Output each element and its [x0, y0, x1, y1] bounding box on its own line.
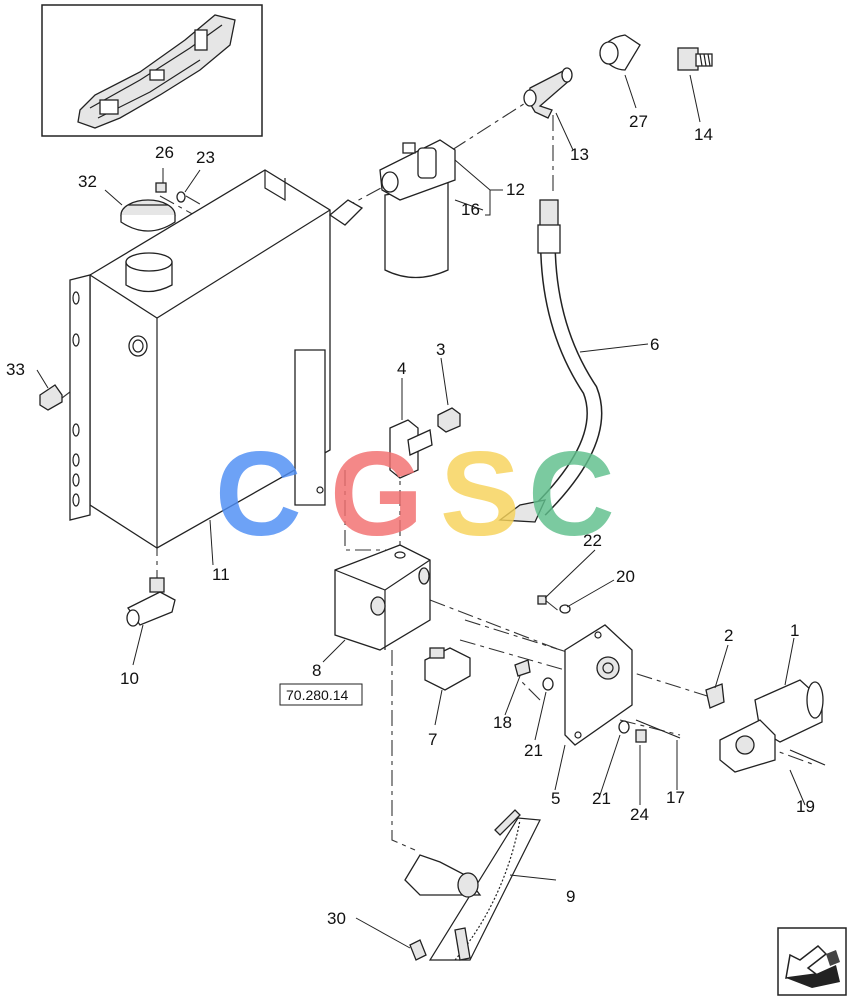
callout-22: 22	[583, 531, 602, 550]
washer-23	[176, 191, 186, 203]
tee-4	[389, 419, 433, 479]
small-hardware	[514, 595, 826, 766]
callout-33: 33	[6, 360, 25, 379]
breather-33	[39, 384, 63, 411]
callout-12: 12	[506, 180, 525, 199]
watermark-letter-2: G	[330, 427, 423, 561]
watermark-letter-3: S	[440, 427, 520, 561]
callout-10: 10	[120, 669, 139, 688]
leader-lines	[36, 74, 806, 949]
sensor-7	[424, 647, 471, 691]
callout-21b: 21	[592, 789, 611, 808]
tee-13	[523, 67, 573, 119]
nut-26	[155, 182, 167, 193]
callout-24: 24	[630, 805, 649, 824]
watermark: C G S C	[215, 427, 615, 561]
callout-3: 3	[436, 340, 445, 359]
filter-16	[379, 139, 456, 279]
next-page-arrow-icon[interactable]	[777, 927, 847, 996]
callout-7: 7	[428, 730, 437, 749]
callout-19: 19	[796, 797, 815, 816]
callout-11: 11	[212, 565, 230, 584]
callout-2: 2	[724, 626, 733, 645]
watermark-letter-1: C	[215, 427, 302, 561]
inset-locator-view	[41, 4, 263, 137]
callout-5: 5	[551, 789, 560, 808]
valve-block-8	[334, 544, 431, 651]
callout-13: 13	[570, 145, 589, 164]
callout-4: 4	[397, 359, 406, 378]
callout-6: 6	[650, 335, 659, 354]
plug-3	[437, 407, 461, 433]
reference-box[interactable]: 70.280.14	[279, 683, 363, 706]
reference-label: 70.280.14	[286, 687, 348, 703]
callout-labels: 1 2 3 4 5 6 7 8 9 10 11 12 13 14 16 17 1…	[6, 112, 815, 928]
elbow-27	[599, 34, 641, 71]
bracket-plate-5	[564, 624, 633, 746]
cap-32	[120, 199, 176, 232]
callout-16: 16	[461, 200, 480, 219]
callout-9: 9	[566, 887, 575, 906]
tank-11	[69, 169, 364, 549]
callout-21a: 21	[524, 741, 543, 760]
watermark-letter-4: C	[528, 427, 615, 561]
callout-17: 17	[666, 788, 685, 807]
elbow-10	[126, 577, 176, 627]
callout-18: 18	[493, 713, 512, 732]
callout-1: 1	[790, 621, 799, 640]
hose-6	[498, 199, 603, 523]
callout-30: 30	[327, 909, 346, 928]
sector-lever-9	[404, 809, 541, 961]
motor-1	[719, 679, 824, 773]
callout-32: 32	[78, 172, 97, 191]
callout-8: 8	[312, 661, 321, 680]
callout-14: 14	[694, 125, 713, 144]
callout-23: 23	[196, 148, 215, 167]
callout-20: 20	[616, 567, 635, 586]
fitting-14	[677, 47, 713, 71]
callout-27: 27	[629, 112, 648, 131]
callout-26: 26	[155, 143, 174, 162]
